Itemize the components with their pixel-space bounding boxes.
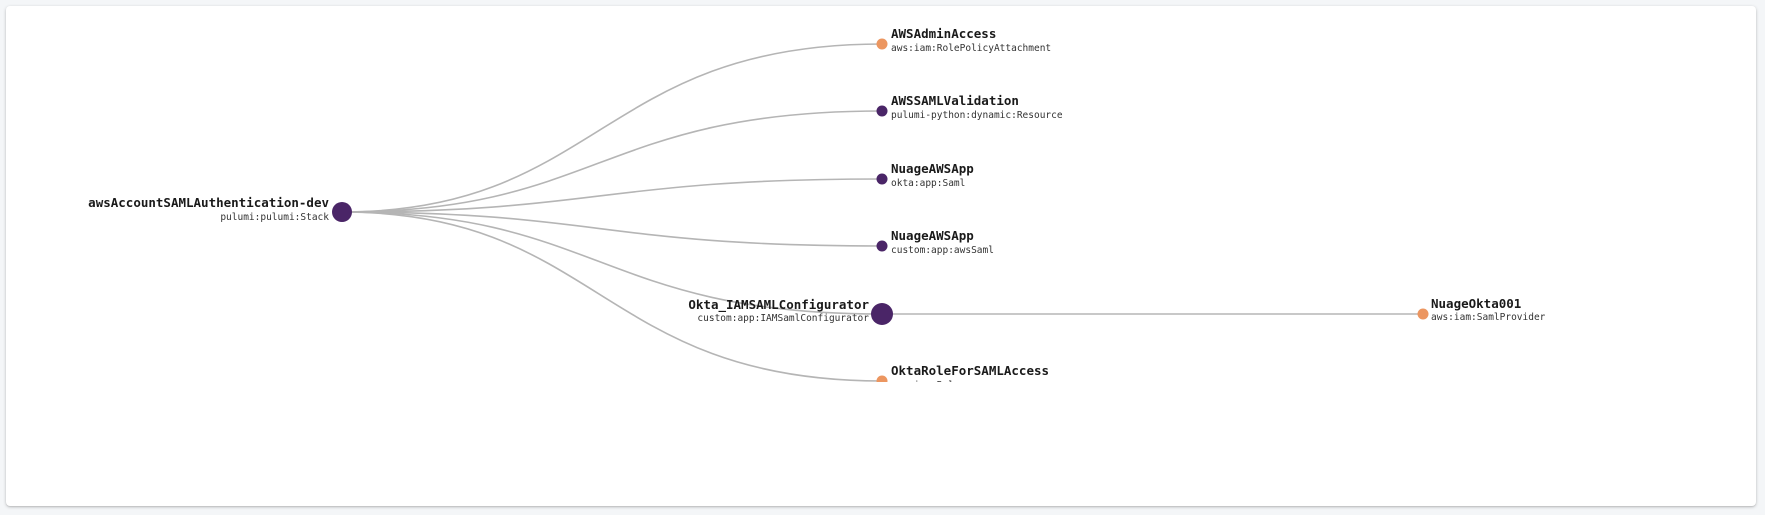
node-okta-iamsamlconfigurator[interactable]: Okta_IAMSAMLConfigurator custom:app:IAMS… [688, 297, 893, 325]
node-name: OktaRoleForSAMLAccess [891, 363, 1049, 378]
node-type: pulumi:pulumi:Stack [220, 212, 329, 223]
node-type: pulumi-python:dynamic:Resource [891, 110, 1063, 121]
node-type: okta:app:Saml [891, 178, 965, 189]
node-nuageokta001[interactable]: NuageOkta001 aws:iam:SamlProvider [1417, 296, 1546, 323]
node-type: custom:app:IAMSamlConfigurator [697, 313, 869, 324]
edge-root-to-nuageawsapp-okta [341, 178, 883, 213]
node-nuageawsapp-custom[interactable]: NuageAWSApp custom:app:awsSaml [876, 228, 994, 256]
resource-graph-panel [6, 6, 1756, 506]
edge-root-to-awsadminaccess [341, 43, 883, 213]
node-name: AWSSAMLValidation [891, 93, 1019, 108]
edge-root-to-okta-iamsamlconfigurator [341, 211, 883, 315]
node-name: NuageOkta001 [1431, 296, 1521, 311]
node-name: AWSAdminAccess [891, 26, 996, 41]
node-name: NuageAWSApp [891, 161, 974, 176]
node-awsadminaccess[interactable]: AWSAdminAccess aws:iam:RolePolicyAttachm… [876, 26, 1052, 54]
node-awsaccountsamlauthentication-dev[interactable]: awsAccountSAMLAuthentication-dev pulumi:… [88, 195, 352, 223]
node-type: aws:iam:RolePolicyAttachment [891, 43, 1051, 54]
stack-node-icon[interactable] [332, 202, 352, 222]
aws-resource-node-icon[interactable] [1417, 308, 1429, 320]
node-nuageawsapp-okta[interactable]: NuageAWSApp okta:app:Saml [876, 161, 974, 189]
node-name: Okta_IAMSAMLConfigurator [688, 297, 869, 313]
custom-resource-node-icon[interactable] [876, 173, 888, 185]
custom-resource-node-icon[interactable] [876, 240, 888, 252]
node-type: aws:iam:Role [891, 380, 960, 391]
component-node-icon[interactable] [871, 303, 893, 325]
aws-resource-node-icon[interactable] [876, 375, 888, 387]
node-oktaroleforsamlaccess[interactable]: OktaRoleForSAMLAccess aws:iam:Role [876, 363, 1050, 391]
node-name: NuageAWSApp [891, 228, 974, 243]
node-type: aws:iam:SamlProvider [1431, 312, 1546, 323]
node-awssamlvalidation[interactable]: AWSSAMLValidation pulumi-python:dynamic:… [876, 93, 1063, 121]
edge-root-to-awssamlvalidation [341, 110, 883, 213]
aws-resource-node-icon[interactable] [876, 38, 888, 50]
node-name: awsAccountSAMLAuthentication-dev [88, 195, 329, 210]
node-type: custom:app:awsSaml [891, 245, 994, 256]
custom-resource-node-icon[interactable] [876, 105, 888, 117]
edge-root-to-oktaroleforsamlaccess [341, 211, 883, 382]
edge-root-to-nuageawsapp-custom [341, 211, 883, 247]
